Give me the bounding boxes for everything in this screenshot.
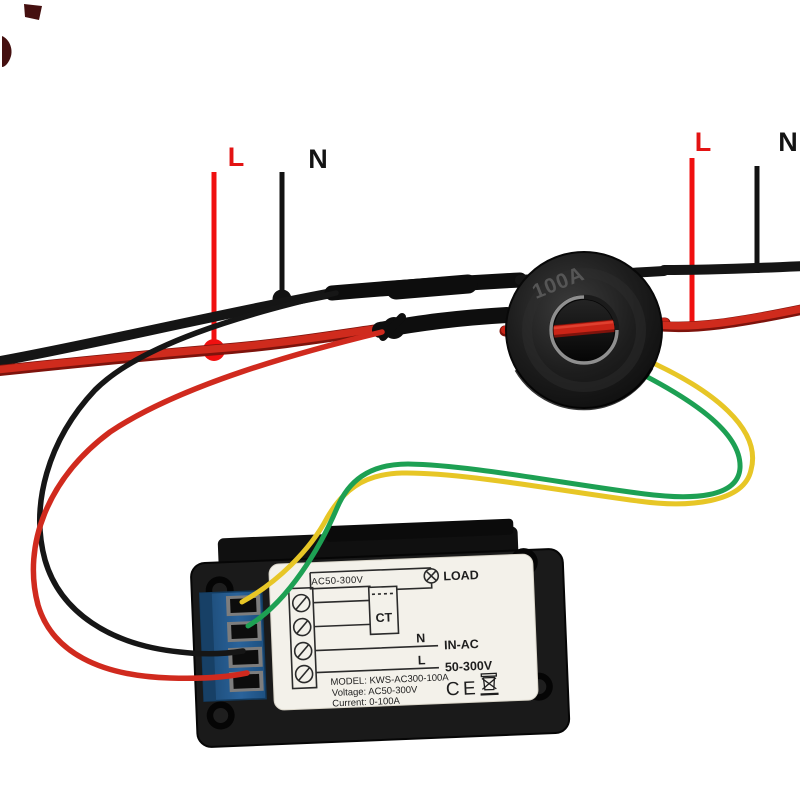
label-live: L: [418, 653, 427, 667]
power-meter-device: AC50-300V LOAD CT N IN-AC L 50-300V MODE…: [190, 518, 571, 748]
left-live-label: L: [228, 142, 245, 172]
label-voltage-header: AC50-300V: [311, 575, 364, 588]
load-lamp-icon: [423, 568, 440, 584]
right-neutral-label: N: [778, 127, 798, 157]
spec-label: AC50-300V LOAD CT N IN-AC L 50-300V MODE…: [268, 553, 539, 711]
live-sense-wire: [30, 329, 385, 681]
label-neutral: N: [416, 631, 426, 645]
right-live-label: L: [695, 127, 712, 157]
terminal-screw-symbols: [291, 593, 314, 684]
ce-mark: CE: [445, 678, 479, 700]
live-cable-through-ct: [553, 318, 615, 339]
ct-seam: [514, 367, 654, 411]
label-ct-box: CT: [375, 610, 393, 625]
terminal-slot-2: [226, 620, 262, 643]
label-current-line: Current: 0-100A: [332, 696, 401, 710]
terminal-block: [198, 589, 267, 702]
ct-secondary-yellow-wire: [239, 355, 755, 605]
screw-bottom-left: [206, 701, 235, 730]
label-model-line: MODEL: KWS-AC300-100A: [330, 672, 449, 688]
spec-label-sticker: [268, 553, 539, 711]
ct-secondary-green-wire: [245, 365, 743, 629]
label-in-ac: IN-AC: [444, 637, 479, 652]
neutral-sense-wire: [37, 290, 339, 657]
label-voltage-line: Voltage: AC50-300V: [332, 685, 419, 699]
weee-bin-icon: [480, 672, 499, 696]
ct-coil: 100A: [505, 251, 663, 411]
wiring-schematic-lines: [287, 567, 439, 690]
label-load: LOAD: [443, 568, 479, 583]
terminal-slot-1: [225, 594, 261, 617]
left-neutral-label: N: [308, 144, 328, 174]
meter-top-step: [325, 518, 514, 542]
label-input-range: 50-300V: [445, 658, 493, 674]
watermark-fragment: [2, 4, 42, 67]
